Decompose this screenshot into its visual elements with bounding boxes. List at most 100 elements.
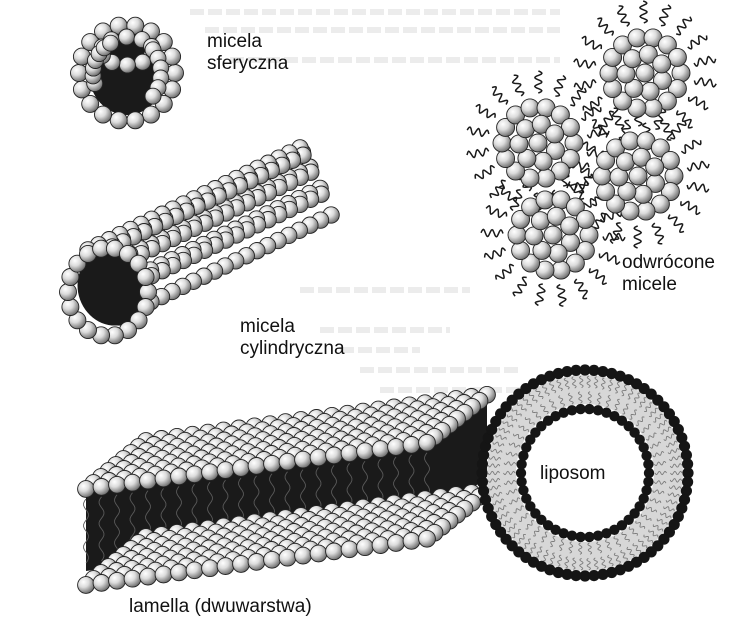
- head-group: [531, 212, 549, 230]
- head-group: [552, 261, 570, 279]
- head-group: [508, 226, 526, 244]
- head-group: [646, 158, 664, 176]
- head-group: [62, 299, 79, 316]
- tail-chain: [669, 215, 685, 233]
- cylindrical-micelle: [60, 140, 340, 344]
- head-group: [403, 533, 420, 550]
- head-group: [341, 445, 358, 462]
- head-group: [521, 99, 539, 117]
- head-group: [512, 242, 530, 260]
- tail-chain: [694, 57, 716, 67]
- tail-chain: [574, 59, 596, 68]
- head-group: [549, 244, 567, 262]
- head-group: [544, 226, 562, 244]
- head-group: [202, 464, 219, 481]
- tail-chain: [688, 36, 707, 49]
- tail-chain: [570, 88, 586, 106]
- head-group: [109, 476, 126, 493]
- head-group: [534, 152, 552, 170]
- head-group: [537, 169, 555, 187]
- tail-chain: [575, 279, 587, 299]
- head-group: [109, 572, 126, 589]
- tail-chain: [687, 162, 709, 171]
- label-liposome: liposom: [540, 463, 605, 485]
- head-group: [357, 539, 374, 556]
- head-group: [616, 153, 634, 171]
- head-group: [124, 474, 141, 491]
- head-group: [665, 167, 683, 185]
- head-group: [60, 284, 77, 301]
- tail-chain: [652, 223, 663, 244]
- head-group: [171, 564, 188, 581]
- tail-chain: [485, 248, 506, 259]
- tail-chain: [660, 5, 671, 26]
- head-group: [372, 441, 389, 458]
- label-spherical-micelle: micela sferyczna: [207, 31, 288, 75]
- head-group: [643, 459, 653, 469]
- head-group: [634, 185, 652, 203]
- head-group: [326, 447, 343, 464]
- spherical-micelle: [71, 17, 184, 129]
- tail-chain: [597, 18, 613, 35]
- head-group: [93, 575, 110, 592]
- head-group: [644, 99, 662, 117]
- head-group: [71, 65, 88, 82]
- head-group: [372, 537, 389, 554]
- tail-chain: [492, 87, 508, 105]
- tail-chain: [513, 75, 524, 96]
- head-group: [310, 545, 327, 562]
- head-group: [419, 434, 436, 451]
- head-group: [248, 554, 265, 571]
- head-group: [536, 191, 554, 209]
- head-group: [637, 202, 655, 220]
- tail-chain: [476, 105, 495, 118]
- head-group: [643, 477, 653, 487]
- head-group: [264, 551, 281, 568]
- tail-chain: [554, 76, 565, 97]
- head-group: [264, 455, 281, 472]
- tail-chain: [676, 17, 691, 35]
- head-group: [140, 472, 157, 489]
- head-group: [110, 112, 127, 129]
- label-lamella: lamella (dwuwarstwa): [129, 596, 312, 618]
- head-group: [140, 568, 157, 585]
- head-group: [593, 167, 611, 185]
- head-group: [629, 167, 647, 185]
- head-group: [233, 556, 250, 573]
- head-group: [248, 458, 265, 475]
- tail-chain: [640, 1, 647, 23]
- head-group: [310, 449, 327, 466]
- head-group: [295, 547, 312, 564]
- head-group: [124, 570, 141, 587]
- label-line: micela: [240, 316, 345, 338]
- tail-chain: [689, 97, 709, 110]
- head-group: [388, 439, 405, 456]
- tail-chain: [618, 6, 629, 26]
- head-group: [493, 134, 511, 152]
- tail-chain: [535, 71, 542, 93]
- head-group: [171, 468, 188, 485]
- head-group: [93, 479, 110, 496]
- head-group: [357, 443, 374, 460]
- head-group: [155, 470, 172, 487]
- head-group: [388, 535, 405, 552]
- head-group: [497, 150, 515, 168]
- head-group: [516, 459, 526, 469]
- tail-chain: [513, 277, 526, 296]
- tail-chain: [681, 201, 700, 214]
- label-line: odwrócone: [622, 252, 715, 274]
- head-group: [403, 437, 420, 454]
- head-group: [600, 64, 618, 82]
- head-group: [546, 125, 564, 143]
- tail-chain: [661, 120, 672, 140]
- label-line: micele: [622, 274, 715, 296]
- head-group: [636, 64, 654, 82]
- tail-chain: [681, 140, 700, 153]
- head-group: [419, 530, 436, 547]
- tail-chain: [670, 121, 686, 139]
- head-group: [202, 560, 219, 577]
- head-group: [295, 451, 312, 468]
- head-group: [119, 29, 135, 45]
- head-group: [529, 134, 547, 152]
